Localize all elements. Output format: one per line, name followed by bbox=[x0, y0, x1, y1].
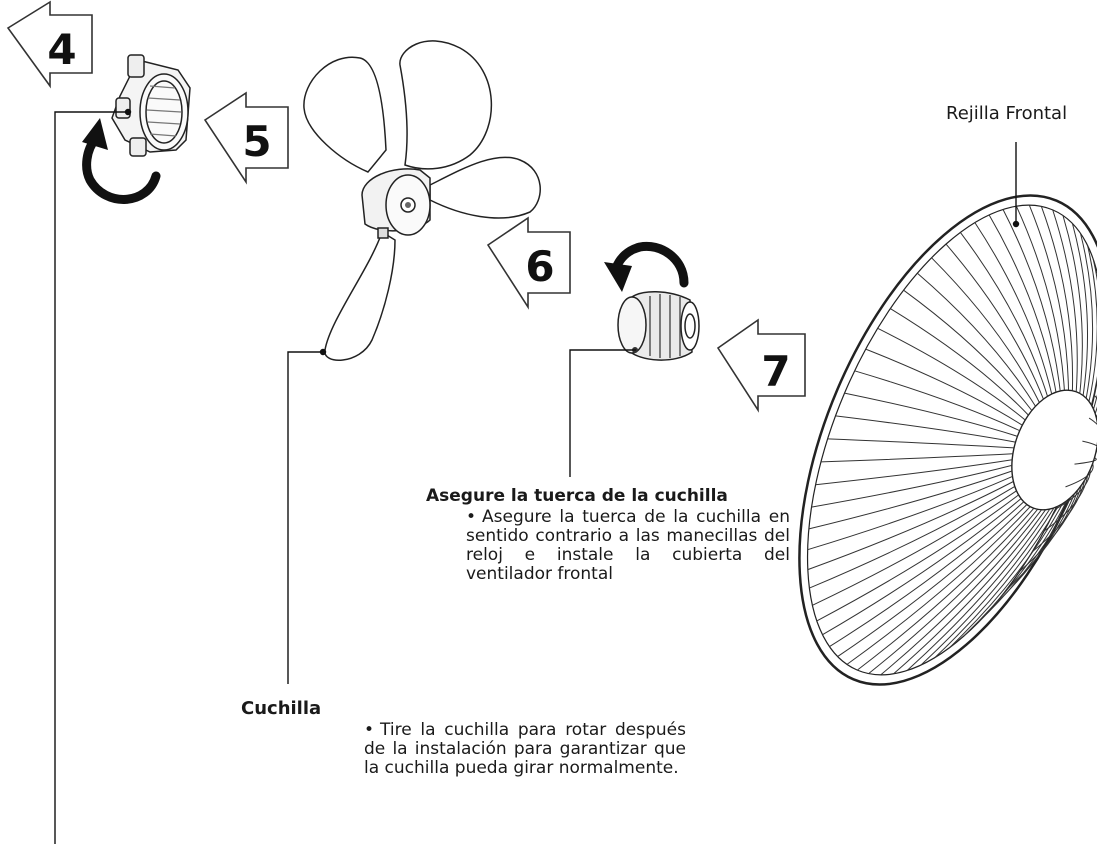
grille-spoke bbox=[856, 507, 1035, 671]
step-arrow-7: 7 bbox=[716, 318, 806, 413]
grille-spoke bbox=[1028, 204, 1069, 391]
grille-spoke bbox=[816, 494, 1019, 622]
grille-spoke bbox=[1052, 209, 1078, 392]
grille-spoke bbox=[1015, 205, 1065, 391]
grille-spoke bbox=[988, 214, 1057, 393]
grille-spoke bbox=[903, 289, 1033, 411]
blade-nut-instructions: •Asegure la tuerca de la cuchilla en sen… bbox=[466, 508, 790, 584]
grille-spoke bbox=[920, 507, 1055, 666]
grille-spoke bbox=[1006, 489, 1079, 591]
grille-spoke bbox=[978, 497, 1072, 623]
step-number-4: 4 bbox=[47, 25, 76, 74]
grille-spoke bbox=[835, 415, 1016, 443]
grille-spoke bbox=[949, 503, 1063, 648]
grille-spoke bbox=[868, 508, 1038, 674]
grille-spoke bbox=[812, 490, 1017, 606]
fan-blade bbox=[303, 40, 541, 361]
grille-spoke bbox=[934, 505, 1059, 658]
grille-spoke bbox=[811, 464, 1013, 508]
grille-spoke bbox=[1002, 209, 1061, 391]
step-number-5: 5 bbox=[242, 117, 271, 166]
grille-spoke bbox=[1082, 440, 1097, 453]
grille-spoke bbox=[1080, 233, 1094, 399]
grille-spoke bbox=[820, 453, 1013, 463]
grille-spoke bbox=[906, 508, 1051, 671]
grille-spoke bbox=[945, 243, 1044, 400]
spinner-nut bbox=[111, 54, 191, 157]
step-number-7: 7 bbox=[761, 347, 790, 396]
grille-spoke bbox=[827, 438, 1015, 449]
blade-instructions-text: Tire la cuchilla para rotar después de l… bbox=[364, 720, 686, 778]
grille-spoke bbox=[1071, 223, 1089, 396]
grille-spoke bbox=[844, 392, 1018, 437]
grille-spoke bbox=[1088, 417, 1097, 447]
step-arrow-4: 4 bbox=[6, 0, 93, 89]
grille-spoke bbox=[809, 485, 1016, 589]
grille-spoke bbox=[890, 308, 1029, 416]
grille-spoke bbox=[931, 257, 1040, 403]
blade-heading: Cuchilla bbox=[241, 698, 322, 719]
grille-spoke bbox=[815, 459, 1013, 486]
blade-instructions: •Tire la cuchilla para rotar después de … bbox=[364, 721, 686, 778]
grille-spoke bbox=[865, 348, 1023, 426]
grille-spoke bbox=[808, 470, 1013, 530]
grille-spoke bbox=[960, 232, 1048, 397]
grille-spoke bbox=[880, 509, 1042, 676]
blade-nut bbox=[617, 291, 700, 361]
bullet-marker: • bbox=[364, 720, 375, 740]
grille-spoke bbox=[917, 272, 1036, 407]
grille-spoke bbox=[1040, 206, 1074, 391]
step-number-6: 6 bbox=[525, 242, 554, 291]
rotate-arrow-blade-nut bbox=[604, 241, 689, 292]
grille-spoke bbox=[877, 327, 1026, 421]
grille-spoke bbox=[974, 222, 1053, 395]
step-arrow-6: 6 bbox=[486, 216, 571, 310]
grille-spoke bbox=[893, 509, 1047, 675]
grille-spoke bbox=[854, 370, 1020, 432]
grille-spoke bbox=[837, 504, 1028, 658]
grille-spoke bbox=[963, 500, 1068, 637]
rotate-arrow-spinner bbox=[82, 118, 161, 204]
grille-spoke bbox=[829, 501, 1025, 648]
grille-spoke bbox=[822, 498, 1022, 636]
front-grille bbox=[798, 194, 1097, 686]
grille-spoke bbox=[1062, 215, 1083, 394]
grille-spoke bbox=[1074, 457, 1097, 465]
blade-nut-heading: Asegure la tuerca de la cuchilla bbox=[426, 486, 728, 506]
leader-lines bbox=[54, 108, 1020, 844]
front-grille-label: Rejilla Frontal bbox=[946, 103, 1068, 124]
step-arrow-5: 5 bbox=[203, 91, 289, 185]
grille-spoke bbox=[1087, 245, 1097, 402]
grille-spoke bbox=[846, 506, 1031, 665]
bullet-marker: • bbox=[466, 507, 477, 527]
grille-spoke bbox=[807, 475, 1013, 551]
blade-nut-instructions-text: Asegure la tuerca de la cuchilla en sent… bbox=[466, 507, 790, 584]
grille-spoke bbox=[807, 481, 1014, 571]
